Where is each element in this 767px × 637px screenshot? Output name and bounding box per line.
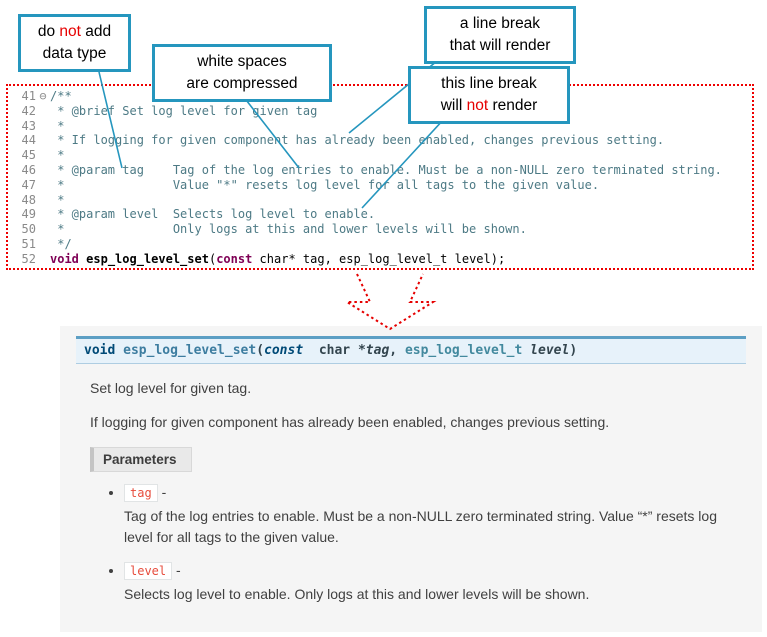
line-number: 47 bbox=[21, 177, 36, 192]
line-number: 43 bbox=[21, 118, 36, 133]
function-signature: void esp_log_level_set(const char *tag, … bbox=[76, 336, 746, 364]
param-item: level - Selects log level to enable. Only… bbox=[124, 561, 746, 605]
line-number: 42 bbox=[21, 103, 36, 118]
line-number: 44 bbox=[21, 133, 36, 148]
param-description: Tag of the log entries to enable. Must b… bbox=[124, 507, 717, 545]
fold-gutter bbox=[36, 163, 50, 178]
code-lines: 41⊖/**42 * @brief Set log level for give… bbox=[12, 89, 752, 267]
code-line: 52 void esp_log_level_set(const char* tag… bbox=[12, 252, 752, 267]
param-name-literal: tag bbox=[124, 483, 158, 502]
code-text: * bbox=[50, 192, 65, 207]
callout-text: white spaces bbox=[197, 53, 287, 70]
callout-line-break-renders: a line break that will render bbox=[424, 6, 576, 64]
fold-gutter bbox=[36, 178, 50, 193]
callout-text: add bbox=[80, 23, 112, 40]
code-editor-snippet: 41⊖/**42 * @brief Set log level for give… bbox=[6, 84, 754, 270]
fold-gutter bbox=[36, 148, 50, 163]
callout-text: this line break bbox=[441, 75, 537, 92]
code-line: 46 * @param tag Tag of the log entries t… bbox=[12, 163, 752, 178]
code-text: * Only logs at this and lower levels wil… bbox=[50, 222, 527, 237]
callout-text: not bbox=[59, 23, 81, 40]
renders-to-arrow bbox=[343, 273, 437, 331]
fold-gutter bbox=[36, 104, 50, 119]
callout-text: a line break bbox=[459, 15, 541, 32]
code-text: * bbox=[50, 148, 65, 163]
param-separator: - bbox=[172, 561, 181, 578]
fold-gutter bbox=[36, 193, 50, 208]
code-text: * bbox=[50, 118, 65, 133]
parameters-heading: Parameters bbox=[90, 446, 192, 472]
fold-gutter bbox=[36, 207, 50, 222]
code-text: /** bbox=[50, 89, 72, 103]
doc-description: If logging for given component has alrea… bbox=[90, 414, 610, 431]
code-text: */ bbox=[50, 236, 72, 251]
code-text: * Value "*" resets log level for all tag… bbox=[50, 177, 600, 192]
callout-text: are compressed bbox=[186, 75, 298, 92]
fold-gutter bbox=[36, 222, 50, 237]
callout-text: data type bbox=[42, 45, 107, 62]
callout-text: will bbox=[440, 97, 467, 114]
param-list: tag - Tag of the log entries to enable. M… bbox=[106, 483, 746, 605]
callout-text: not bbox=[466, 97, 489, 114]
callout-text: do bbox=[37, 23, 60, 40]
code-line: 42 * @brief Set log level for given tag bbox=[12, 104, 752, 119]
param-description: Selects log level to enable. Only logs a… bbox=[124, 585, 590, 602]
code-line: 45 * bbox=[12, 148, 752, 163]
fold-gutter bbox=[36, 133, 50, 148]
code-line: 51 */ bbox=[12, 237, 752, 252]
code-text: * If logging for given component has alr… bbox=[50, 133, 665, 148]
code-line: 49 * @param level Selects log level to e… bbox=[12, 207, 752, 222]
code-line: 47 * Value "*" resets log level for all … bbox=[12, 178, 752, 193]
line-number: 46 bbox=[21, 162, 36, 177]
line-number: 49 bbox=[21, 207, 36, 222]
fold-collapse-icon[interactable]: ⊖ bbox=[39, 89, 47, 103]
fold-gutter bbox=[36, 252, 50, 267]
line-number: 48 bbox=[21, 192, 36, 207]
code-line: 48 * bbox=[12, 193, 752, 208]
callout-text: render bbox=[488, 97, 538, 114]
code-text: void esp_log_level_set(const char* tag, … bbox=[50, 251, 506, 266]
line-number: 45 bbox=[21, 148, 36, 163]
param-item: tag - Tag of the log entries to enable. M… bbox=[124, 483, 746, 548]
callout-line-break-no-render: this line break will not render bbox=[408, 66, 570, 124]
callout-whitespace-compressed: white spaces are compressed bbox=[152, 44, 332, 102]
line-number: 50 bbox=[21, 222, 36, 237]
fold-gutter bbox=[36, 237, 50, 252]
code-line: 43 * bbox=[12, 119, 752, 134]
doc-brief: Set log level for given tag. bbox=[90, 380, 252, 396]
code-line: 44 * If logging for given component has … bbox=[12, 133, 752, 148]
fold-gutter bbox=[36, 119, 50, 134]
param-separator: - bbox=[157, 483, 167, 500]
code-text: * @param tag Tag of the log entries to e… bbox=[50, 162, 722, 177]
code-text: * @param level Selects log level to enab… bbox=[50, 207, 376, 222]
line-number: 52 bbox=[21, 251, 36, 266]
callout-no-data-type: do not add data type bbox=[18, 14, 131, 72]
line-number: 51 bbox=[21, 236, 36, 251]
rendered-doc-panel: void esp_log_level_set(const char *tag, … bbox=[60, 326, 762, 632]
code-line: 50 * Only logs at this and lower levels … bbox=[12, 222, 752, 237]
code-line: 41⊖/** bbox=[12, 89, 752, 104]
param-name-literal: level bbox=[124, 561, 173, 580]
line-number: 41 bbox=[21, 89, 36, 103]
callout-text: that will render bbox=[449, 37, 551, 54]
code-text: * @brief Set log level for given tag bbox=[50, 103, 318, 118]
